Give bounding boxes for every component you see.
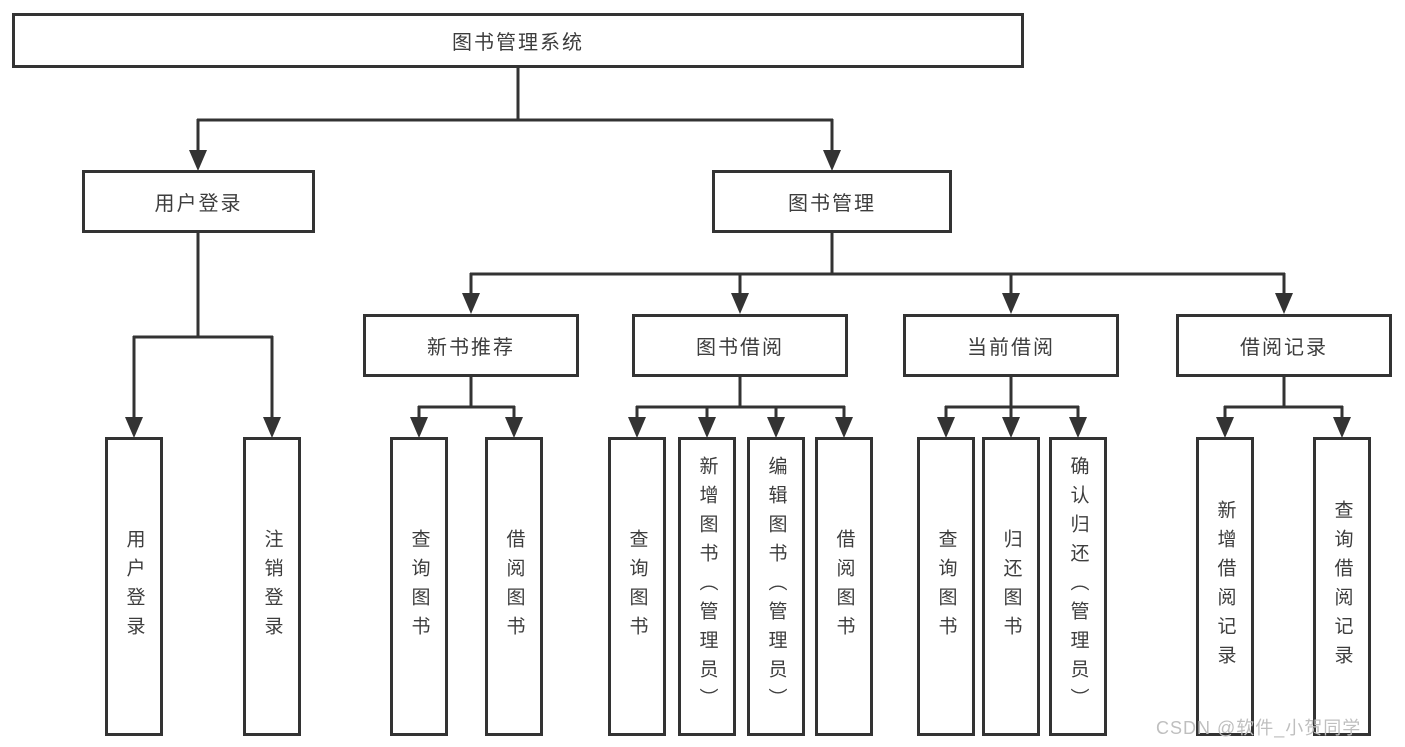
arrowheads-book-borrowing [628,417,853,438]
leaf-add-borrow-record: 新增借阅记录 [1196,437,1254,736]
arrowheads-borrow-records [1216,417,1351,438]
arrowheads-new-book-recommend [410,417,523,438]
leaf-query-borrow-record: 查询借阅记录 [1313,437,1371,736]
connector-user-login-children [132,233,274,418]
node-book-management: 图书管理 [712,170,952,233]
leaf-borrow-books-recommend: 借阅图书 [485,437,543,736]
connector-book-borrowing-children [635,376,846,418]
leaf-logout-login: 注销登录 [243,437,301,736]
leaf-edit-books-admin: 编辑图书（管理员） [747,437,805,736]
node-user-login: 用户登录 [82,170,315,233]
leaf-borrow-books-borrowing: 借阅图书 [815,437,873,736]
leaf-query-books-recommend: 查询图书 [390,437,448,736]
arrowheads-user-login-children [125,417,281,438]
connector-borrow-records-children [1223,376,1344,418]
connector-new-book-recommend-children [417,376,516,418]
leaf-return-books: 归还图书 [982,437,1040,736]
node-root-system: 图书管理系统 [12,13,1024,68]
arrowheads-level2 [462,293,1293,314]
node-borrow-records: 借阅记录 [1176,314,1392,377]
leaf-add-books-admin: 新增图书（管理员） [678,437,736,736]
node-current-borrowing: 当前借阅 [903,314,1119,377]
arrowheads-current-borrowing [937,417,1087,438]
connector-root-to-level1 [196,68,834,152]
leaf-user-login: 用户登录 [105,437,163,736]
connector-current-borrowing-children [944,376,1080,418]
csdn-watermark: CSDN @软件_小贺同学 [1156,718,1362,738]
leaf-query-books-current: 查询图书 [917,437,975,736]
leaf-confirm-return-admin: 确认归还（管理员） [1049,437,1107,736]
node-new-book-recommend: 新书推荐 [363,314,579,377]
arrowheads-level1 [189,150,841,171]
connector-book-management-children [469,233,1286,295]
leaf-query-books-borrowing: 查询图书 [608,437,666,736]
node-book-borrowing: 图书借阅 [632,314,848,377]
